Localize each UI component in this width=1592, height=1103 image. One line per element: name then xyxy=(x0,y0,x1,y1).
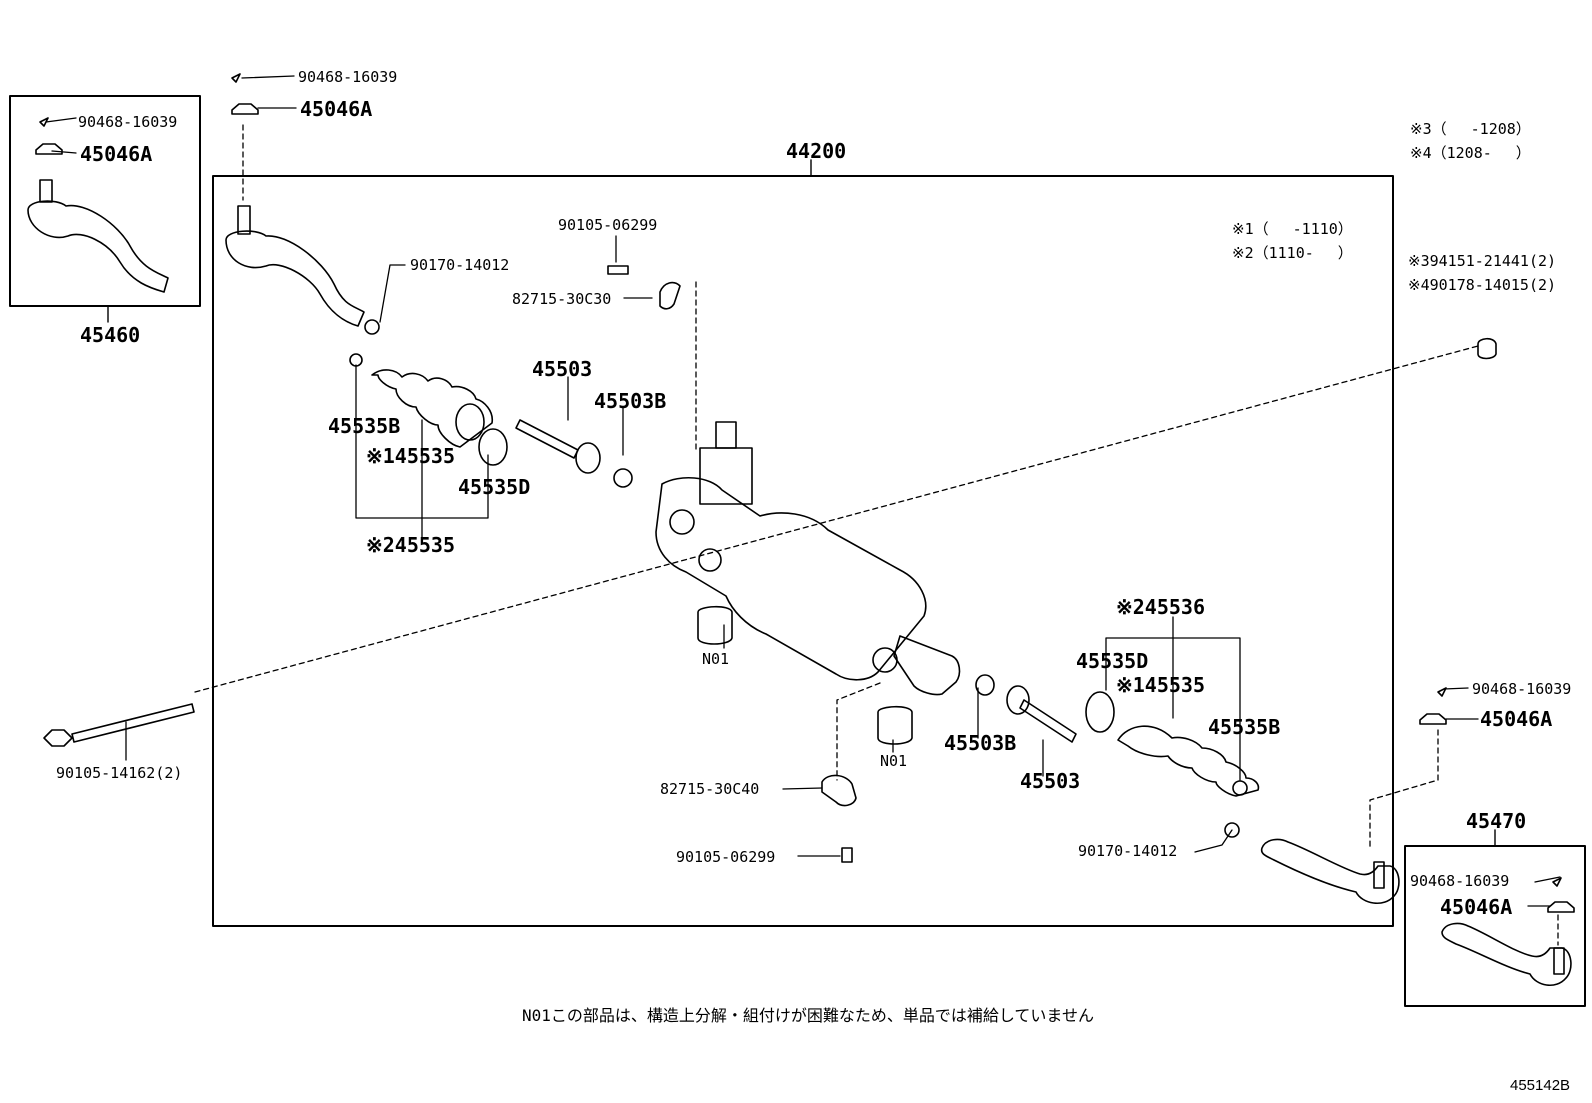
label-boot-right-2: ※245536 xyxy=(1116,595,1206,619)
label-bracket-bottom: 82715-30C40 xyxy=(660,780,760,798)
boot-lh-art xyxy=(349,353,633,488)
label-date-note-1: ※1（ -1110） xyxy=(1232,220,1353,238)
label-date-note-2: ※2（1110- ） xyxy=(1232,244,1353,262)
label-nut-note-3: ※394151-21441(2) xyxy=(1408,252,1557,270)
label-bolt-bottom: 90105-06299 xyxy=(676,848,776,866)
label-right-nut: 45046A xyxy=(1480,707,1553,731)
nut-rh-art xyxy=(1477,337,1497,360)
label-clamp-right: 45535B xyxy=(1208,715,1281,739)
label-right-pin: 90468-16039 xyxy=(1472,680,1572,698)
label-nut-note-4: ※490178-14015(2) xyxy=(1408,276,1557,294)
gear-assembly-frame xyxy=(212,175,1394,927)
label-rod-right: 45503 xyxy=(1020,769,1081,793)
label-long-bolt: 90105-14162(2) xyxy=(56,764,183,782)
label-boot-right-1: ※145535 xyxy=(1116,673,1206,697)
label-top-pin: 90468-16039 xyxy=(298,68,398,86)
label-rh-box-pin: 90468-16039 xyxy=(1410,872,1510,890)
label-lh-box-pin: 90468-16039 xyxy=(78,113,178,131)
tie-end-lh-box xyxy=(9,95,201,307)
label-date-note-3: ※3（ -1208） xyxy=(1410,120,1531,138)
label-bushing-top: N01 xyxy=(702,650,730,668)
label-top-nut: 45046A xyxy=(300,97,373,121)
label-rh-box-nut: 45046A xyxy=(1440,895,1513,919)
tie-rod-end-lh-art xyxy=(225,73,380,335)
label-bushing-bottom: N01 xyxy=(880,752,908,770)
label-clamp-left: 45535B xyxy=(328,414,401,438)
label-washer-right: 45503B xyxy=(944,731,1017,755)
label-gear-assy: 44200 xyxy=(786,139,847,163)
label-clip-right: 90170-14012 xyxy=(1078,842,1178,860)
label-clip-left: 90170-14012 xyxy=(410,256,510,274)
assembly-dashed-lines xyxy=(194,124,1559,946)
label-tie-end-rh: 45470 xyxy=(1466,809,1527,833)
label-washer-left: 45503B xyxy=(594,389,667,413)
bracket-bottom-art xyxy=(821,774,857,863)
tie-rod-end-rh-art xyxy=(1224,687,1447,904)
label-clamp-d-right: 45535D xyxy=(1076,649,1149,673)
label-date-note-4: ※4（1208- ） xyxy=(1410,144,1531,162)
boot-rh-art xyxy=(975,674,1260,797)
leader-lines xyxy=(45,75,1561,907)
figure-id: 455142B xyxy=(1510,1077,1571,1094)
label-boot-left-1: ※145535 xyxy=(366,444,456,468)
bracket-top-art xyxy=(607,265,681,310)
footnote: N01この部品は、構造上分解・組付けが困難なため、単品では補給していません xyxy=(522,1006,1094,1025)
label-bolt-top: 90105-06299 xyxy=(558,216,658,234)
bushings-art xyxy=(697,605,913,745)
long-bolt-art xyxy=(43,703,195,747)
label-boot-left-2: ※245535 xyxy=(366,533,456,557)
label-clamp-d-left: 45535D xyxy=(458,475,531,499)
label-tie-end-lh: 45460 xyxy=(80,323,141,347)
label-lh-box-nut: 45046A xyxy=(80,142,153,166)
tie-rod-end-rh-box-art xyxy=(1441,877,1575,986)
label-bracket-top: 82715-30C30 xyxy=(512,290,612,308)
tie-rod-end-lh-box-art xyxy=(27,117,169,293)
label-rod-left: 45503 xyxy=(532,357,593,381)
gear-housing-art xyxy=(655,421,961,696)
